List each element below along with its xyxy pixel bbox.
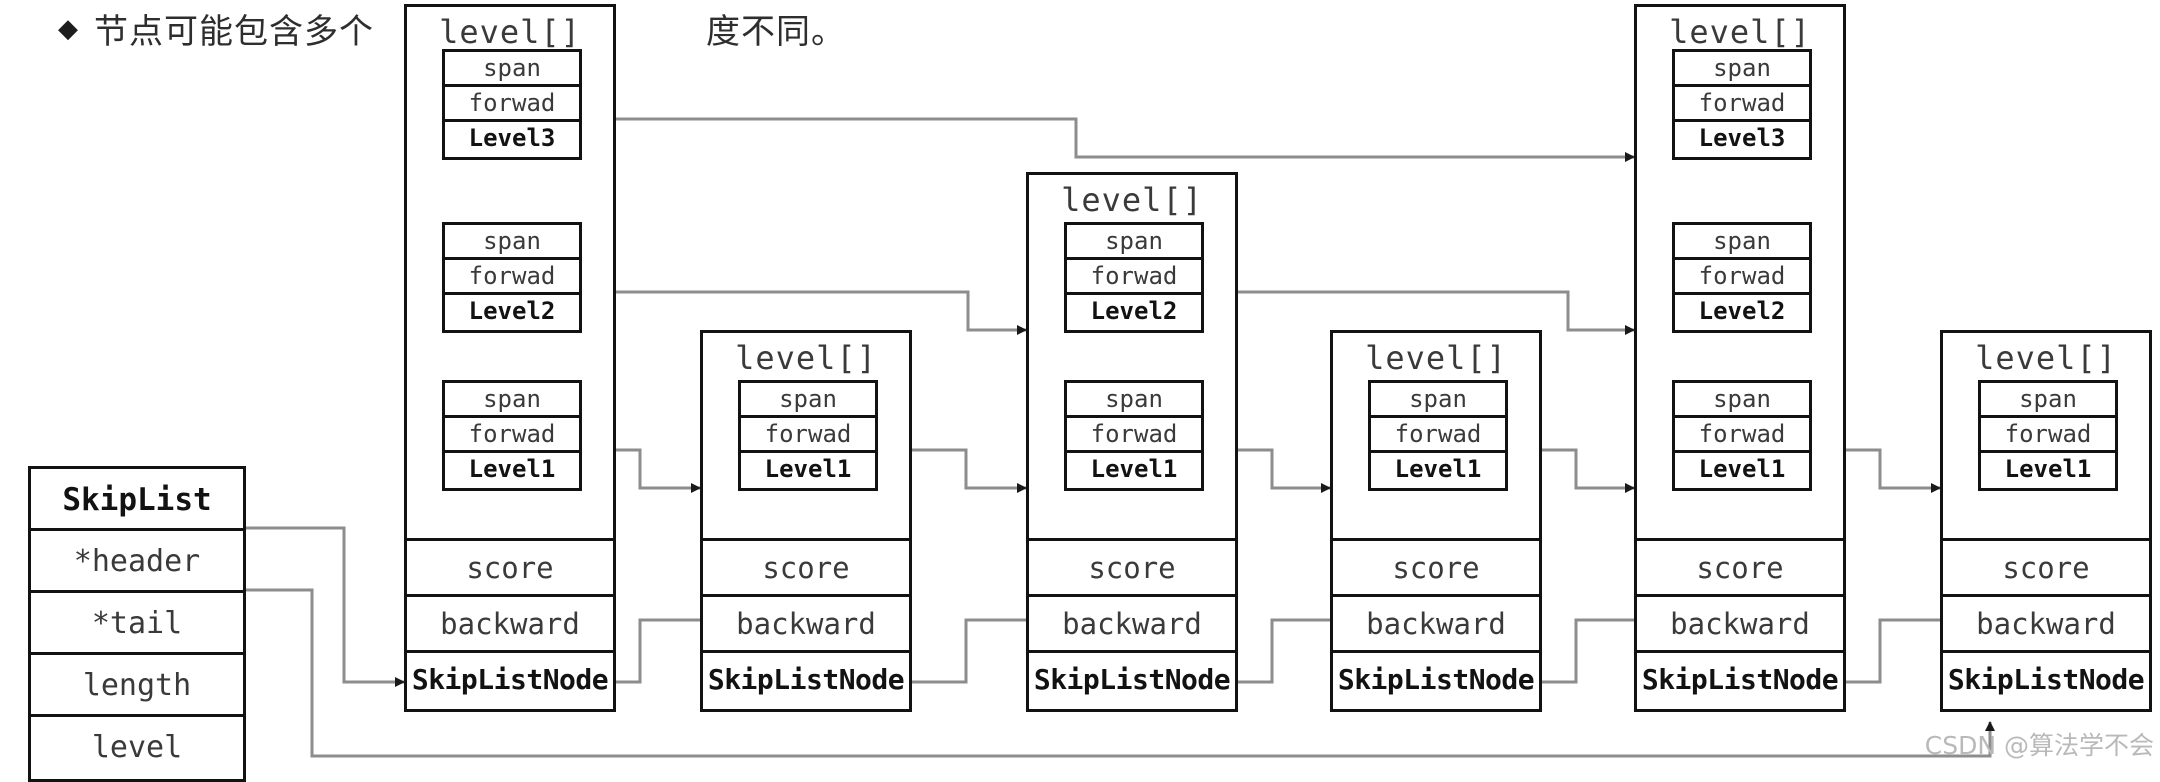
node-2-levels-area: level[] span forwad Level1 — [703, 333, 909, 541]
node-2-level1-span: span — [741, 383, 875, 418]
node-3-name: SkipListNode — [1029, 653, 1235, 709]
node-3-level1-span: span — [1067, 383, 1201, 418]
node-6-score: score — [1943, 541, 2149, 597]
skiplistnode-1: level[] span forwad Level3 span forwad L… — [404, 4, 616, 712]
headline-text-after: 度不同。 — [706, 12, 846, 52]
node-5-level3-span: span — [1675, 52, 1809, 87]
node-6-levelblock-1: span forwad Level1 — [1978, 380, 2118, 491]
watermark: CSDN @算法学不会 — [1924, 731, 2154, 760]
node-5-level1-span: span — [1675, 383, 1809, 418]
node-3-level1-forward: forwad — [1067, 418, 1201, 453]
skiplist-title: SkipList — [31, 469, 243, 531]
wire-level3-node1-to-node5 — [574, 117, 1635, 162]
node-3-levelblock-1: span forwad Level1 — [1064, 380, 1204, 491]
node-5-level3-name: Level3 — [1675, 122, 1809, 157]
node-5-levels-area: level[] span forwad Level3 span forwad L… — [1637, 7, 1843, 541]
node-3-levelblock-2: span forwad Level2 — [1064, 222, 1204, 333]
node-4-level1-span: span — [1371, 383, 1505, 418]
wire-header-to-node1 — [246, 526, 405, 687]
node-5-levelblock-2: span forwad Level2 — [1672, 222, 1812, 333]
node-1-score: score — [407, 541, 613, 597]
node-3-level2-forward: forwad — [1067, 260, 1201, 295]
diagram-canvas: ◆ 节点可能包含多个 度不同。 — [28, 4, 2154, 782]
skiplistnode-4: level[] span forwad Level1 score backwar… — [1330, 330, 1542, 712]
node-3-levels-title: level[] — [1061, 181, 1203, 219]
node-1-name: SkipListNode — [407, 653, 613, 709]
headline-text-before: 节点可能包含多个 — [94, 12, 374, 52]
node-6-levels-area: level[] span forwad Level1 — [1943, 333, 2149, 541]
node-4-levels-area: level[] span forwad Level1 — [1333, 333, 1539, 541]
node-5-backward: backward — [1637, 597, 1843, 653]
skiplistnode-6: level[] span forwad Level1 score backwar… — [1940, 330, 2152, 712]
node-2-score: score — [703, 541, 909, 597]
skiplist-field-length: length — [31, 655, 243, 717]
node-2-level1-name: Level1 — [741, 453, 875, 488]
node-4-levels-title: level[] — [1365, 339, 1507, 377]
node-2-levelblock-1: span forwad Level1 — [738, 380, 878, 491]
node-1-level2-span: span — [445, 225, 579, 260]
skiplist-field-header: *header — [31, 531, 243, 593]
node-1-backward: backward — [407, 597, 613, 653]
node-1-level1-span: span — [445, 383, 579, 418]
node-6-level1-name: Level1 — [1981, 453, 2115, 488]
node-1-levels-area: level[] span forwad Level3 span forwad L… — [407, 7, 613, 541]
node-5-name: SkipListNode — [1637, 653, 1843, 709]
node-3-level2-span: span — [1067, 225, 1201, 260]
node-4-level1-forward: forwad — [1371, 418, 1505, 453]
skiplist-struct: SkipList *header *tail length level — [28, 466, 246, 782]
node-6-levels-title: level[] — [1975, 339, 2117, 377]
node-5-level3-forward: forwad — [1675, 87, 1809, 122]
node-3-level1-name: Level1 — [1067, 453, 1201, 488]
node-4-levelblock-1: span forwad Level1 — [1368, 380, 1508, 491]
node-2-name: SkipListNode — [703, 653, 909, 709]
node-4-score: score — [1333, 541, 1539, 597]
node-5-levelblock-1: span forwad Level1 — [1672, 380, 1812, 491]
node-6-backward: backward — [1943, 597, 2149, 653]
node-1-level3-forward: forwad — [445, 87, 579, 122]
node-5-level1-forward: forwad — [1675, 418, 1809, 453]
node-3-backward: backward — [1029, 597, 1235, 653]
node-2-levels-title: level[] — [735, 339, 877, 377]
wire-level2-node3-to-node5 — [1176, 290, 1635, 335]
node-6-name: SkipListNode — [1943, 653, 2149, 709]
node-5-levels-title: level[] — [1669, 13, 1811, 51]
node-4-level1-name: Level1 — [1371, 453, 1505, 488]
node-3-level2-name: Level2 — [1067, 295, 1201, 330]
skiplist-field-level: level — [31, 717, 243, 779]
node-2-backward: backward — [703, 597, 909, 653]
skiplistnode-3: level[] span forwad Level2 span forwad L… — [1026, 172, 1238, 712]
wire-level2-node1-to-node3 — [574, 290, 1027, 335]
node-1-level1-forward: forwad — [445, 418, 579, 453]
node-1-level3-name: Level3 — [445, 122, 579, 157]
node-5-level2-span: span — [1675, 225, 1809, 260]
headline: ◆ 节点可能包含多个 度不同。 — [58, 4, 845, 53]
node-5-level1-name: Level1 — [1675, 453, 1809, 488]
node-5-score: score — [1637, 541, 1843, 597]
node-3-levels-area: level[] span forwad Level2 span forwad L… — [1029, 175, 1235, 541]
node-1-level2-name: Level2 — [445, 295, 579, 330]
node-2-level1-forward: forwad — [741, 418, 875, 453]
skiplistnode-5: level[] span forwad Level3 span forwad L… — [1634, 4, 1846, 712]
node-6-level1-span: span — [1981, 383, 2115, 418]
skiplistnode-2: level[] span forwad Level1 score backwar… — [700, 330, 912, 712]
node-1-levelblock-1: span forwad Level1 — [442, 380, 582, 491]
node-3-score: score — [1029, 541, 1235, 597]
node-4-backward: backward — [1333, 597, 1539, 653]
wire-backward-node3-to-node2 — [895, 618, 1026, 687]
node-4-name: SkipListNode — [1333, 653, 1539, 709]
node-1-levelblock-3: span forwad Level3 — [442, 49, 582, 160]
node-1-levels-title: level[] — [439, 13, 581, 51]
node-1-level3-span: span — [445, 52, 579, 87]
node-5-levelblock-3: span forwad Level3 — [1672, 49, 1812, 160]
node-5-level2-name: Level2 — [1675, 295, 1809, 330]
node-5-level2-forward: forwad — [1675, 260, 1809, 295]
skiplist-field-tail: *tail — [31, 593, 243, 655]
node-1-level2-forward: forwad — [445, 260, 579, 295]
node-1-level1-name: Level1 — [445, 453, 579, 488]
node-1-levelblock-2: span forwad Level2 — [442, 222, 582, 333]
diamond-bullet-icon: ◆ — [58, 13, 78, 44]
node-6-level1-forward: forwad — [1981, 418, 2115, 453]
